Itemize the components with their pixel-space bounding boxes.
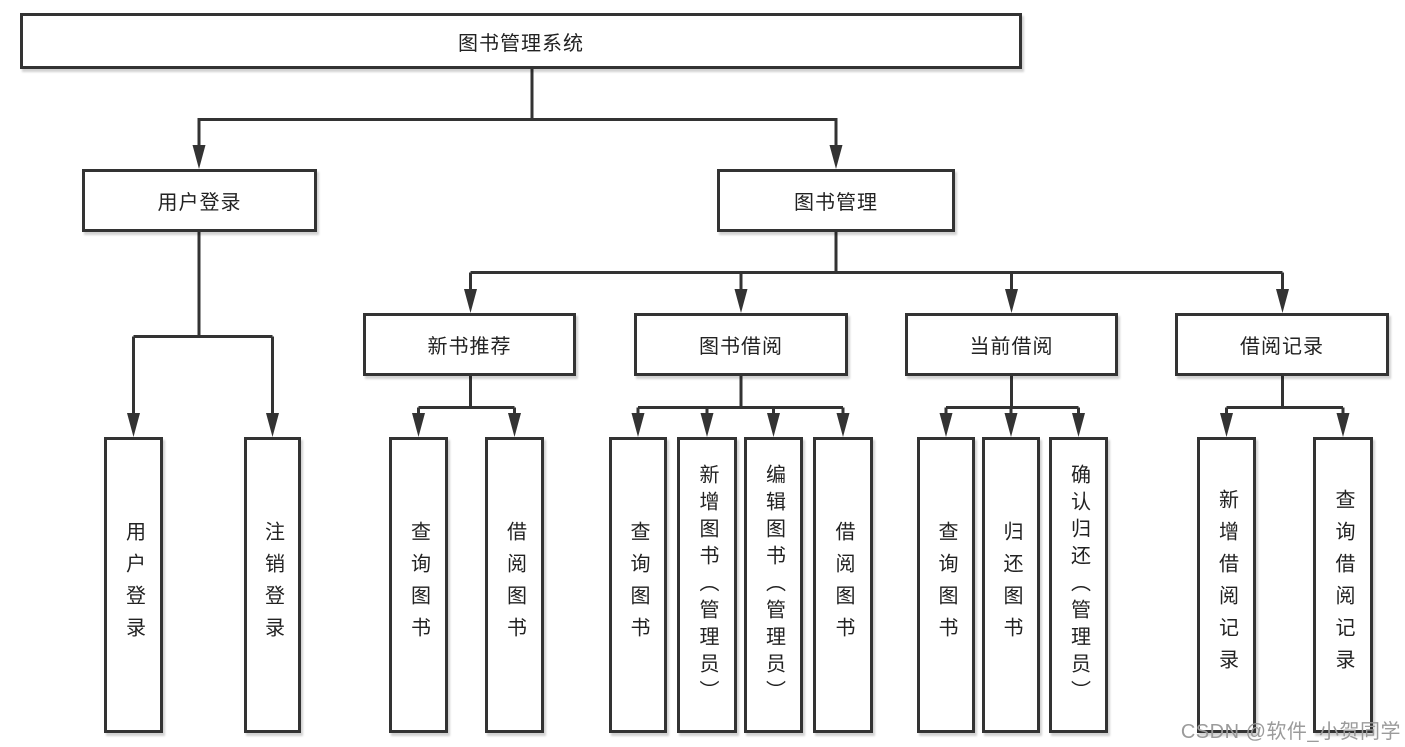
connector-current-borrow: [944, 374, 1080, 418]
csdn-watermark: CSDN @软件_小贺同学: [1180, 721, 1401, 743]
leaf-add-books-admin: 新增图书（管理员）: [677, 437, 737, 733]
connector-borrow-records: [1225, 374, 1345, 418]
leaf-label: 用户登录: [122, 521, 145, 649]
leaf-label: 查询图书: [935, 521, 957, 649]
node-book-management: 图书管理: [717, 169, 955, 232]
leaf-query-books: 查询图书: [917, 437, 975, 733]
arrowhead-icon: [464, 289, 1289, 313]
leaf-label: 确认归还（管理员）: [1067, 463, 1090, 707]
arrowhead-icon: [631, 413, 850, 437]
arrowhead-icon: [939, 413, 1085, 437]
leaf-edit-books-admin: 编辑图书（管理员）: [744, 437, 803, 733]
connector-new-book: [417, 374, 516, 418]
arrowhead-icon: [192, 145, 843, 169]
leaf-label: 借阅图书: [503, 521, 526, 649]
leaf-borrow-books: 借阅图书: [813, 437, 873, 733]
node-borrow-records: 借阅记录: [1175, 313, 1389, 376]
arrowhead-icon: [127, 413, 279, 437]
leaf-label: 借阅图书: [832, 521, 854, 649]
node-label: 图书管理系统: [458, 32, 584, 55]
connector-user-login: [132, 230, 274, 418]
node-label: 图书管理: [794, 192, 878, 214]
leaf-label: 查询图书: [407, 521, 430, 649]
leaf-label: 编辑图书（管理员）: [762, 463, 785, 707]
leaf-label: 查询图书: [627, 521, 649, 649]
node-label: 借阅记录: [1240, 336, 1324, 358]
connector-root: [197, 66, 838, 150]
leaf-label: 归还图书: [1000, 521, 1022, 649]
leaf-query-books: 查询图书: [389, 437, 448, 733]
node-label: 当前借阅: [969, 336, 1054, 358]
leaf-borrow-books: 借阅图书: [485, 437, 544, 733]
leaf-return-books: 归还图书: [982, 437, 1040, 733]
arrowhead-icon: [1220, 413, 1350, 437]
leaf-query-borrow-record: 查询借阅记录: [1313, 437, 1373, 733]
connector-book-management: [469, 230, 1284, 295]
leaf-label: 新增借阅记录: [1215, 489, 1238, 681]
node-current-borrow: 当前借阅: [905, 313, 1118, 376]
node-library-management-system: 图书管理系统: [20, 13, 1022, 69]
node-label: 图书借阅: [699, 336, 783, 358]
leaf-user-login: 用户登录: [104, 437, 163, 733]
node-user-login: 用户登录: [82, 169, 317, 232]
node-label: 用户登录: [157, 192, 242, 214]
node-book-borrow: 图书借阅: [634, 313, 848, 376]
node-new-book-recommend: 新书推荐: [363, 313, 576, 376]
node-label: 新书推荐: [427, 336, 512, 358]
connector-book-borrow: [636, 374, 845, 418]
leaf-add-borrow-record: 新增借阅记录: [1197, 437, 1256, 733]
leaf-query-books: 查询图书: [609, 437, 667, 733]
leaf-confirm-return-admin: 确认归还（管理员）: [1049, 437, 1108, 733]
leaf-label: 新增图书（管理员）: [696, 463, 718, 707]
arrowhead-icon: [412, 413, 521, 437]
leaf-label: 注销登录: [261, 521, 284, 649]
leaf-logout: 注销登录: [244, 437, 301, 733]
leaf-label: 查询借阅记录: [1332, 489, 1354, 681]
